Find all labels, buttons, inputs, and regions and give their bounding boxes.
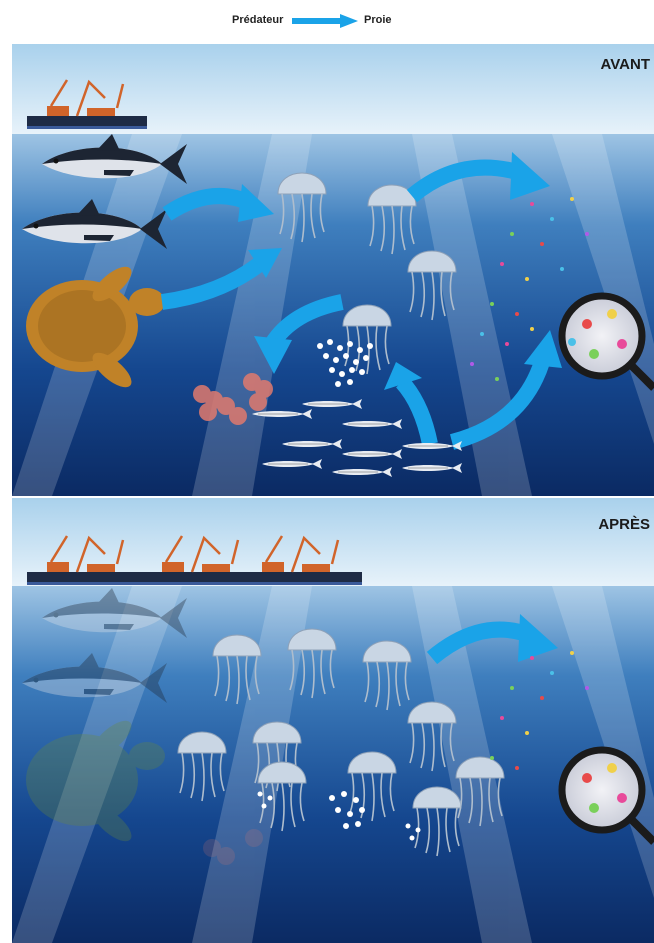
legend-arrow-icon <box>292 14 358 28</box>
scene-before <box>12 44 654 496</box>
panel-before: AVANT <box>12 44 654 496</box>
scene-after <box>12 498 654 943</box>
panel-title-after: APRÈS <box>598 516 650 533</box>
legend-prey-label: Proie <box>364 14 392 26</box>
legend: Prédateur Proie <box>0 0 654 44</box>
legend-predator-label: Prédateur <box>232 14 283 26</box>
panel-after: APRÈS <box>12 498 654 943</box>
panel-title-before: AVANT <box>601 56 650 73</box>
